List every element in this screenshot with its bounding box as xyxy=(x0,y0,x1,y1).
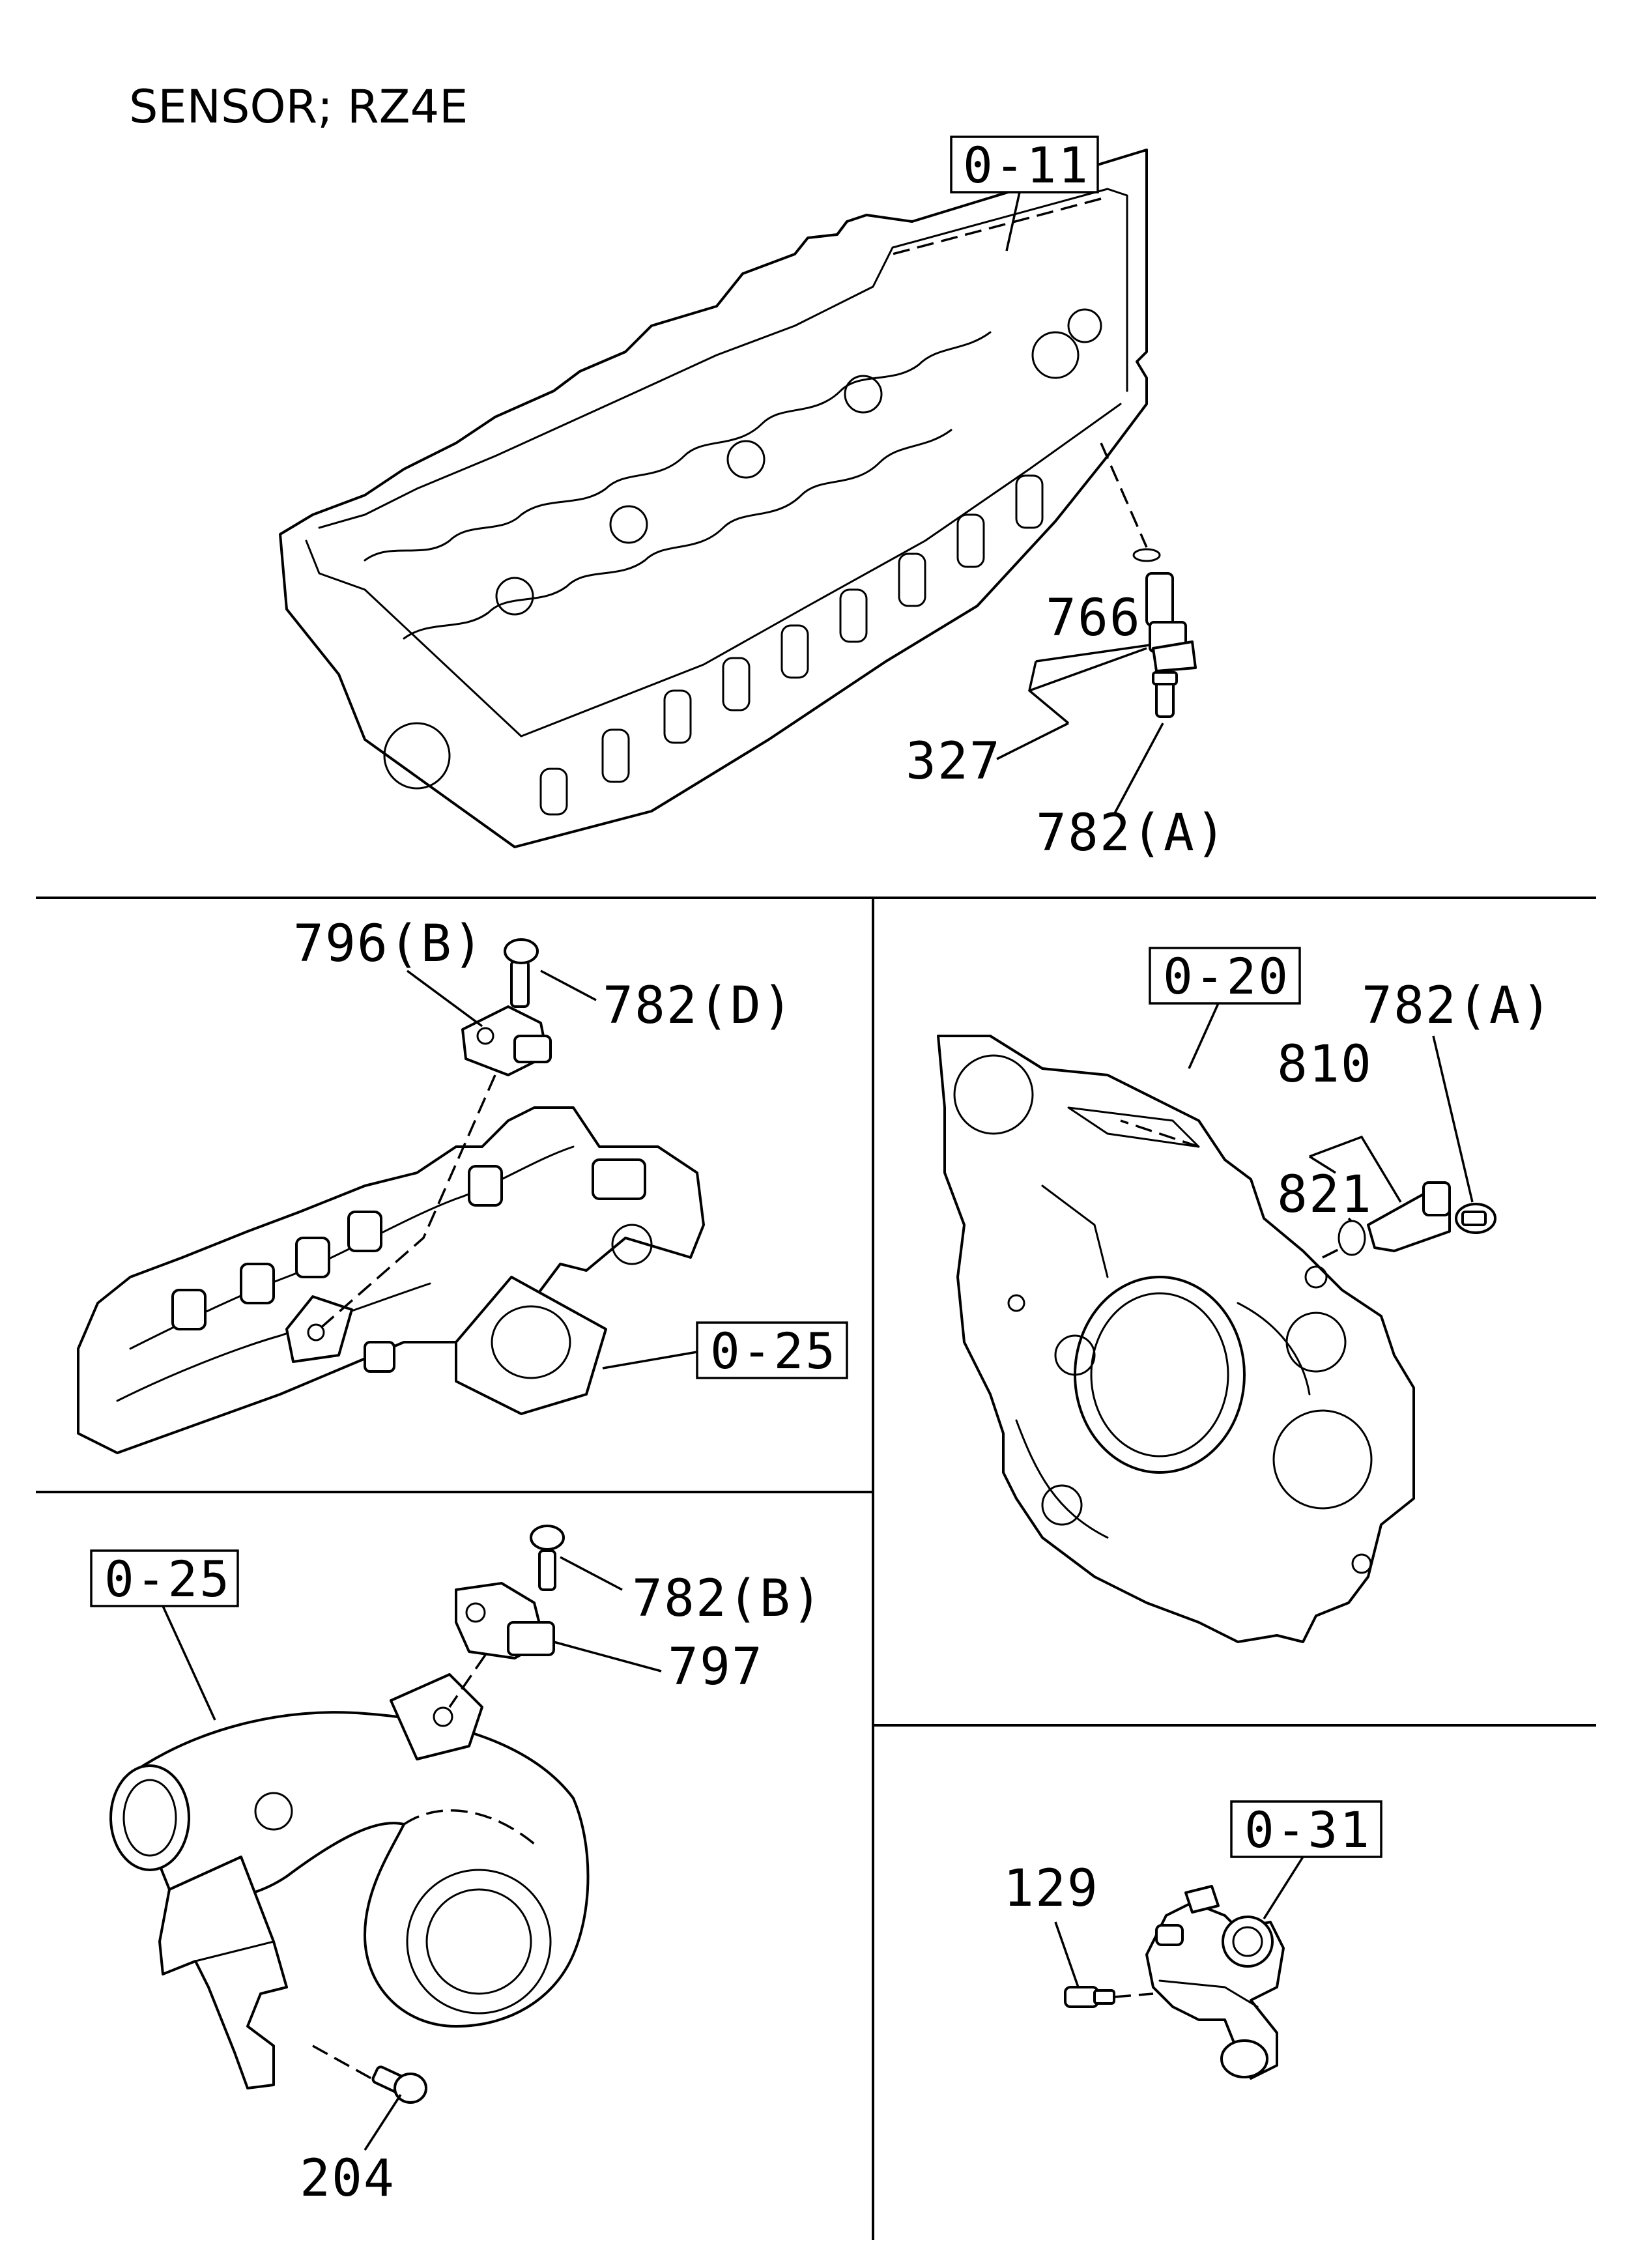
ref-box-0-11: 0-11 xyxy=(963,136,1090,194)
callout-810: 810 xyxy=(1277,1035,1373,1094)
callout-129: 129 xyxy=(1003,1859,1099,1918)
ref-box-0-25-bottom: 0-25 xyxy=(104,1550,231,1608)
sensor-810-part xyxy=(1322,1181,1496,1259)
callout-782a-top: 782(A) xyxy=(1036,804,1227,863)
callout-782b: 782(B) xyxy=(632,1570,823,1628)
callout-796b: 796(B) xyxy=(293,915,485,973)
intake-pipe-illustration xyxy=(109,1673,590,2089)
diagram-title: SENSOR; RZ4E xyxy=(129,80,468,134)
callout-797: 797 xyxy=(668,1638,764,1697)
section-dividers xyxy=(36,897,1596,2240)
sensor-129-part xyxy=(1064,1986,1115,2008)
callouts-pump: 0-31 129 xyxy=(1003,1800,1382,1988)
callout-782a-right: 782(A) xyxy=(1362,977,1553,1035)
callout-821: 821 xyxy=(1277,1166,1373,1224)
callouts-pipe: 0-25 782(B) 797 204 xyxy=(90,1549,823,2208)
sensor-797-part xyxy=(448,1525,565,1708)
callouts-cover: 0-20 782(A) 810 821 xyxy=(1149,947,1553,1224)
front-cover-illustration xyxy=(937,1035,1415,1643)
callout-782d: 782(D) xyxy=(603,977,794,1035)
sensor-766-part xyxy=(1100,442,1197,718)
callout-327: 327 xyxy=(906,732,1001,791)
ref-box-0-25-top: 0-25 xyxy=(710,1322,837,1380)
cylinder-head-illustration xyxy=(279,149,1148,848)
callouts-head: 0-11 766 327 782(A) xyxy=(906,136,1227,863)
water-pump-illustration xyxy=(1113,1885,1285,2080)
ref-box-0-20: 0-20 xyxy=(1163,947,1290,1005)
bolt-204-part xyxy=(312,2045,427,2104)
callouts-manifold: 796(B) 782(D) 0-25 xyxy=(293,915,848,1380)
callout-204: 204 xyxy=(300,2149,395,2208)
sensor-796b-part xyxy=(318,938,552,1330)
callout-766: 766 xyxy=(1046,589,1141,648)
exhaust-manifold-illustration xyxy=(77,1106,705,1454)
ref-box-0-31: 0-31 xyxy=(1244,1801,1371,1859)
